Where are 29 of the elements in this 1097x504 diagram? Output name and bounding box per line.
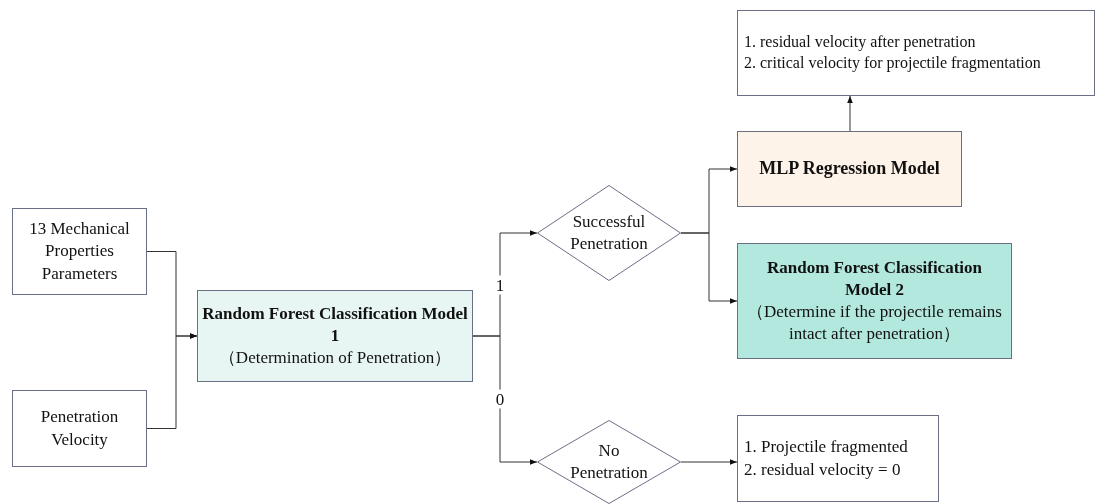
decision-diamond [537,185,681,281]
process-box [12,390,147,467]
box-title: Random Forest Classification Model 2 [766,256,983,301]
decision-label: No Penetration [569,439,649,484]
arrow [680,232,738,304]
arrow [680,459,738,465]
box-text: 13 Mechanical Properties Parameters [28,218,131,285]
process-box [737,243,1012,359]
process-box [737,131,962,207]
arrow [847,95,853,132]
box-text: 1. Projectile fragmented [744,436,908,459]
box-text: （Determine if the projectile remains intact after penetration） [746,301,1003,346]
box-text: 1. residual velocity after penetration [744,32,976,53]
box-text: （Determination of Penetration） [218,347,452,370]
decision-label: Successful Penetration [569,210,649,255]
edge-label: 1 [495,275,505,294]
box-text: 2. residual velocity = 0 [744,458,901,481]
process-box [737,10,1095,96]
decision-diamond [537,420,681,504]
box-title: MLP Regression Model [759,157,940,181]
arrow [472,335,538,465]
box-text: Penetration Velocity [39,406,120,451]
edge-label: 0 [495,389,505,409]
box-text: 2. critical velocity for projectile fragmentation [744,53,1041,74]
box-title: Random Forest Classification Model 1 [202,302,468,347]
process-box [197,290,473,382]
process-box [12,208,147,295]
process-box [737,415,939,502]
arrow [146,333,198,429]
